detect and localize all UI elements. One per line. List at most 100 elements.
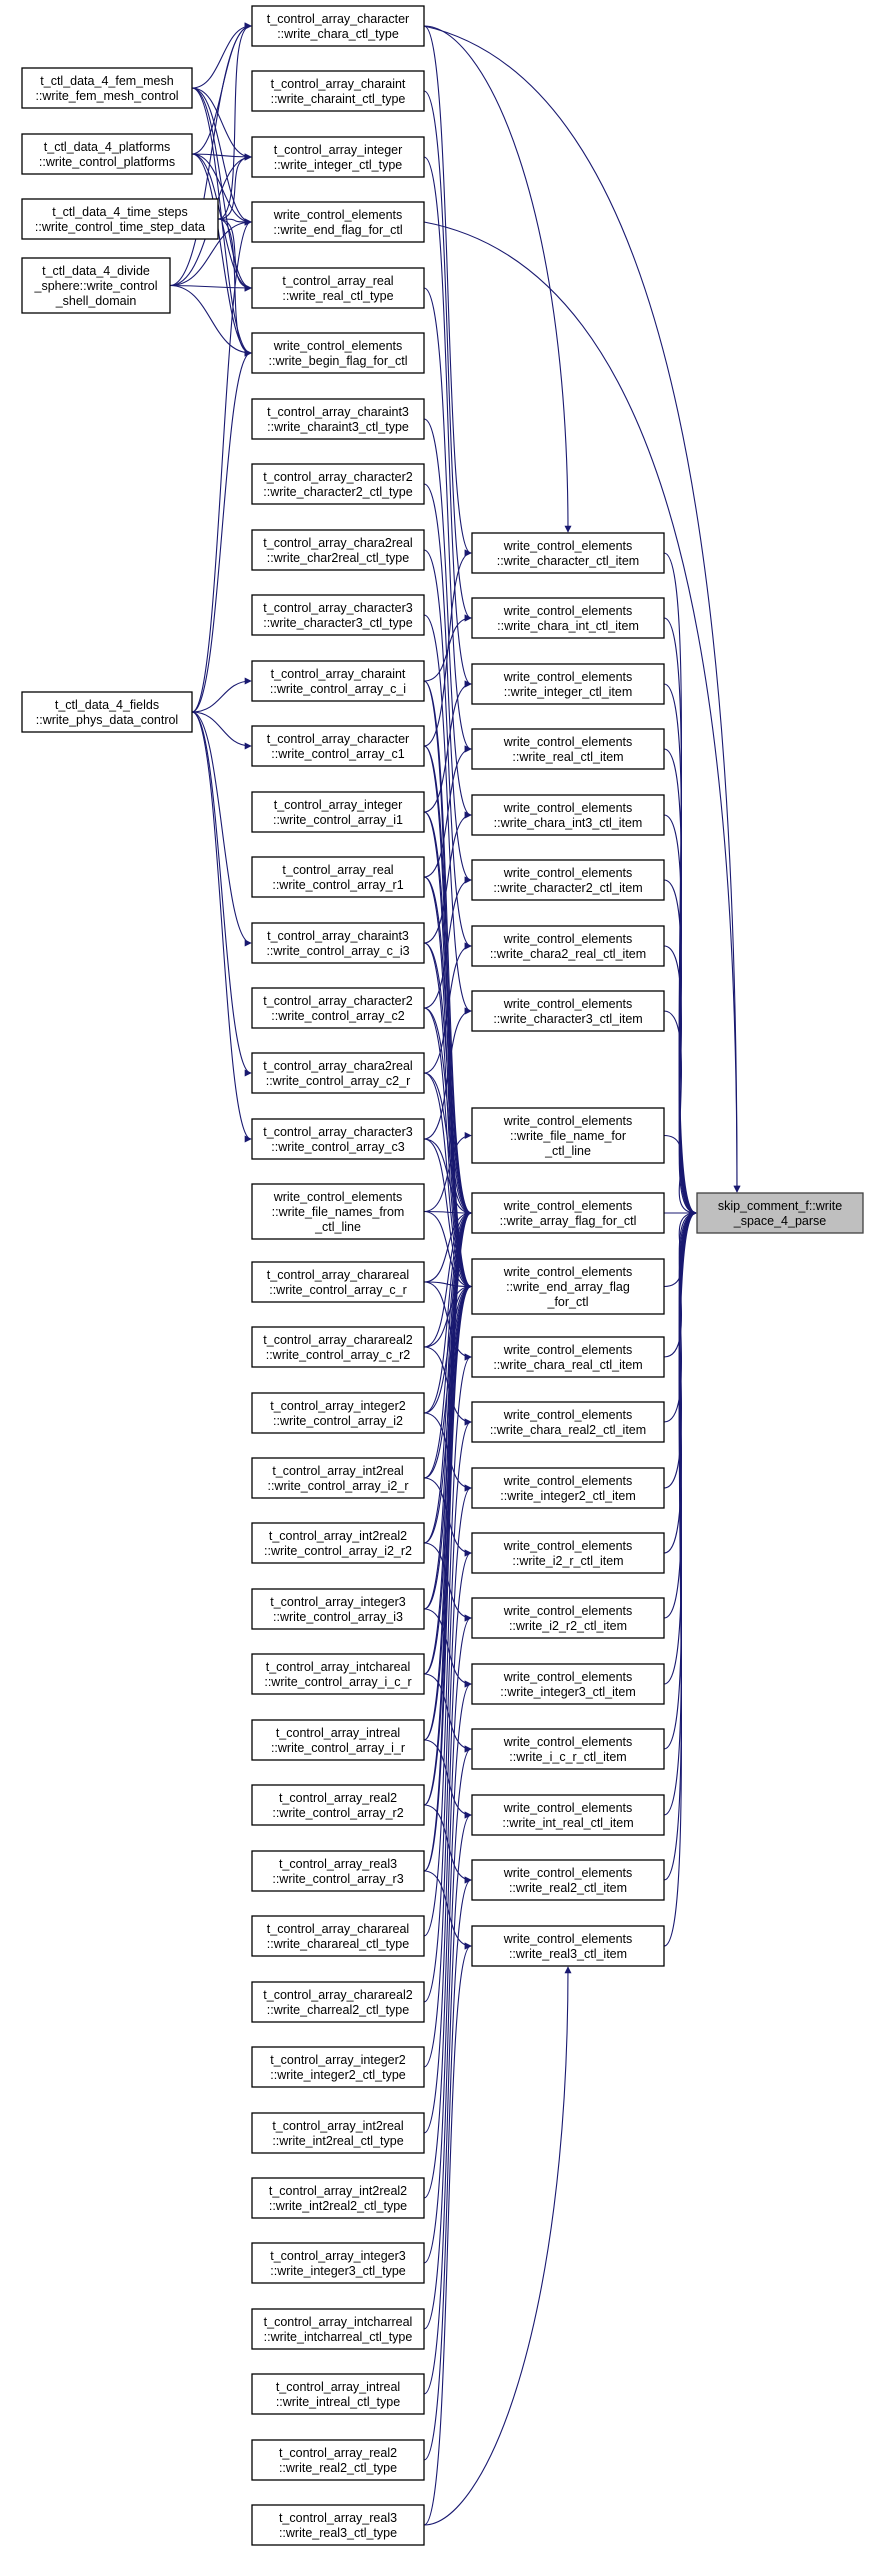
node-box[interactable]	[251, 1588, 425, 1630]
node-box[interactable]	[251, 791, 425, 833]
graph-node-m-chreal2[interactable]: write_control_elements::write_chara_real…	[471, 1401, 665, 1443]
node-box[interactable]	[471, 597, 665, 639]
graph-node-c-arr-i2[interactable]: t_control_array_integer2::write_control_…	[251, 1392, 425, 1434]
graph-node-c-arr-r3[interactable]: t_control_array_real3::write_control_arr…	[251, 1850, 425, 1892]
node-box[interactable]	[251, 1784, 425, 1826]
graph-node-c-arr-cr2[interactable]: t_control_array_charareal2::write_contro…	[251, 1326, 425, 1368]
graph-node-c-ch2realtype[interactable]: t_control_array_chara2real::write_char2r…	[251, 529, 425, 571]
graph-node-m-real3[interactable]: write_control_elements::write_real3_ctl_…	[471, 1925, 665, 1967]
graph-node-c-chinttype[interactable]: t_control_array_charaint::write_charaint…	[251, 70, 425, 112]
node-box[interactable]	[251, 2242, 425, 2284]
graph-node-m-real[interactable]: write_control_elements::write_real_ctl_i…	[471, 728, 665, 770]
node-box[interactable]	[471, 925, 665, 967]
node-box[interactable]	[696, 1192, 864, 1234]
node-box[interactable]	[21, 133, 193, 175]
graph-node-l-plat[interactable]: t_ctl_data_4_platforms::write_control_pl…	[21, 133, 193, 175]
node-box[interactable]	[471, 728, 665, 770]
node-box[interactable]	[251, 2308, 425, 2350]
graph-node-m-chint[interactable]: write_control_elements::write_chara_int_…	[471, 597, 665, 639]
node-box[interactable]	[251, 2373, 425, 2415]
node-box[interactable]	[251, 267, 425, 309]
node-box[interactable]	[471, 1925, 665, 1967]
node-box[interactable]	[471, 794, 665, 836]
graph-node-m-char2[interactable]: write_control_elements::write_character2…	[471, 859, 665, 901]
graph-node-m-chint3[interactable]: write_control_elements::write_chara_int3…	[471, 794, 665, 836]
node-box[interactable]	[471, 1859, 665, 1901]
graph-node-c-arr-ir[interactable]: t_control_array_intreal::write_control_a…	[251, 1719, 425, 1761]
graph-node-c-arr-r2[interactable]: t_control_array_real2::write_control_arr…	[251, 1784, 425, 1826]
graph-node-root[interactable]: skip_comment_f::write_space_4_parse	[696, 1192, 864, 1234]
node-box[interactable]	[471, 1597, 665, 1639]
node-box[interactable]	[251, 1326, 425, 1368]
graph-node-l-fem[interactable]: t_ctl_data_4_fem_mesh::write_fem_mesh_co…	[21, 67, 193, 109]
graph-node-c-realtype[interactable]: t_control_array_real::write_real_ctl_typ…	[251, 267, 425, 309]
graph-node-m-endarr[interactable]: write_control_elements::write_end_array_…	[471, 1258, 665, 1315]
graph-node-m-icr[interactable]: write_control_elements::write_i_c_r_ctl_…	[471, 1728, 665, 1770]
node-box[interactable]	[251, 2504, 425, 2546]
node-box[interactable]	[251, 1261, 425, 1303]
node-box[interactable]	[471, 990, 665, 1032]
node-box[interactable]	[251, 594, 425, 636]
node-box[interactable]	[251, 2439, 425, 2481]
graph-node-c-arr-ci3[interactable]: t_control_array_charaint3::write_control…	[251, 922, 425, 964]
graph-node-c-arr-c3[interactable]: t_control_array_character3::write_contro…	[251, 1118, 425, 1160]
node-box[interactable]	[251, 2046, 425, 2088]
node-box[interactable]	[21, 691, 193, 733]
graph-node-c-arr-ci[interactable]: t_control_array_charaint::write_control_…	[251, 660, 425, 702]
graph-node-c-chint3type[interactable]: t_control_array_charaint3::write_charain…	[251, 398, 425, 440]
graph-node-m-char[interactable]: write_control_elements::write_character_…	[471, 532, 665, 574]
graph-node-c-char2type[interactable]: t_control_array_character2::write_charac…	[251, 463, 425, 505]
graph-node-m-real2[interactable]: write_control_elements::write_real2_ctl_…	[471, 1859, 665, 1901]
graph-node-c-irtype[interactable]: t_control_array_intreal::write_intreal_c…	[251, 2373, 425, 2415]
graph-node-c-arr-i2r2[interactable]: t_control_array_int2real2::write_control…	[251, 1522, 425, 1564]
graph-node-c-arr-c1[interactable]: t_control_array_character::write_control…	[251, 725, 425, 767]
graph-node-m-ch2real[interactable]: write_control_elements::write_chara2_rea…	[471, 925, 665, 967]
graph-node-l-fields[interactable]: t_ctl_data_4_fields::write_phys_data_con…	[21, 691, 193, 733]
node-box[interactable]	[251, 136, 425, 178]
graph-node-m-i2r[interactable]: write_control_elements::write_i2_r_ctl_i…	[471, 1532, 665, 1574]
graph-node-c-arr-i2r[interactable]: t_control_array_int2real::write_control_…	[251, 1457, 425, 1499]
graph-node-m-int3[interactable]: write_control_elements::write_integer3_c…	[471, 1663, 665, 1705]
node-box[interactable]	[251, 1457, 425, 1499]
node-box[interactable]	[251, 5, 425, 47]
node-box[interactable]	[251, 201, 425, 243]
graph-node-m-chreal[interactable]: write_control_elements::write_chara_real…	[471, 1336, 665, 1378]
node-box[interactable]	[251, 2177, 425, 2219]
node-box[interactable]	[251, 1850, 425, 1892]
node-box[interactable]	[471, 532, 665, 574]
graph-node-l-sph[interactable]: t_ctl_data_4_divide_sphere::write_contro…	[21, 257, 171, 314]
node-box[interactable]	[471, 1794, 665, 1836]
node-box[interactable]	[251, 922, 425, 964]
graph-node-c-arr-c2[interactable]: t_control_array_character2::write_contro…	[251, 987, 425, 1029]
node-box[interactable]	[471, 1401, 665, 1443]
graph-node-c-chtype[interactable]: t_control_array_character::write_chara_c…	[251, 5, 425, 47]
graph-node-m-i2r2[interactable]: write_control_elements::write_i2_r2_ctl_…	[471, 1597, 665, 1639]
node-box[interactable]	[251, 1719, 425, 1761]
node-box[interactable]	[471, 1532, 665, 1574]
node-box[interactable]	[471, 1467, 665, 1509]
graph-node-c-beginflag[interactable]: write_control_elements::write_begin_flag…	[251, 332, 425, 374]
node-box[interactable]	[251, 1653, 425, 1695]
node-box[interactable]	[251, 987, 425, 1029]
node-box[interactable]	[251, 1183, 425, 1240]
node-box[interactable]	[251, 529, 425, 571]
graph-node-m-aflag[interactable]: write_control_elements::write_array_flag…	[471, 1192, 665, 1234]
node-box[interactable]	[251, 856, 425, 898]
node-box[interactable]	[471, 1258, 665, 1315]
node-box[interactable]	[251, 1981, 425, 2023]
graph-node-m-char3[interactable]: write_control_elements::write_character3…	[471, 990, 665, 1032]
node-box[interactable]	[471, 1336, 665, 1378]
graph-node-m-fname[interactable]: write_control_elements::write_file_name_…	[471, 1107, 665, 1164]
graph-node-m-int2[interactable]: write_control_elements::write_integer2_c…	[471, 1467, 665, 1509]
node-box[interactable]	[251, 1522, 425, 1564]
node-box[interactable]	[251, 1118, 425, 1160]
graph-node-c-inttype[interactable]: t_control_array_integer::write_integer_c…	[251, 136, 425, 178]
graph-node-c-int2type[interactable]: t_control_array_integer2::write_integer2…	[251, 2046, 425, 2088]
graph-node-c-icrtype[interactable]: t_control_array_intcharreal::write_intch…	[251, 2308, 425, 2350]
node-box[interactable]	[251, 70, 425, 112]
graph-node-c-i2r2type[interactable]: t_control_array_int2real2::write_int2rea…	[251, 2177, 425, 2219]
node-box[interactable]	[21, 198, 219, 240]
node-box[interactable]	[251, 1392, 425, 1434]
node-box[interactable]	[471, 663, 665, 705]
graph-node-m-int[interactable]: write_control_elements::write_integer_ct…	[471, 663, 665, 705]
